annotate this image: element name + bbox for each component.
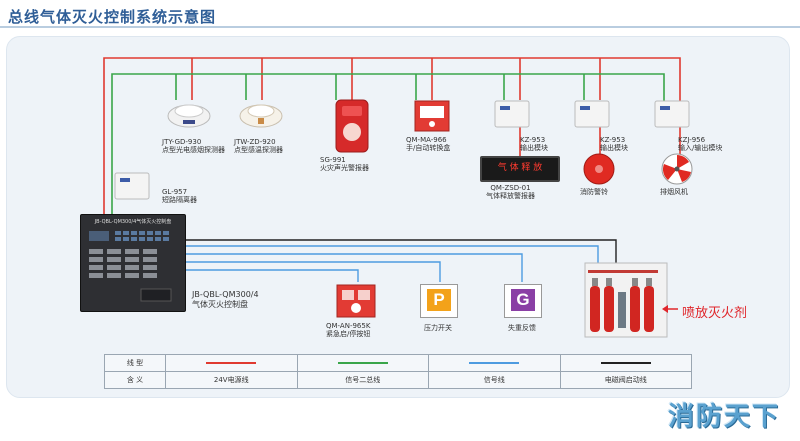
controller-header: JB-QBL-QM300/4气体灭火控制盘	[94, 219, 172, 225]
signal-line-3	[182, 261, 441, 282]
io-module-2-label: KZ-953 输出模块	[600, 136, 628, 152]
heat-detector-model: JTW-ZD-920	[234, 138, 276, 146]
pressure-switch-label: 压力开关	[424, 324, 452, 332]
isolator-icon	[114, 172, 150, 200]
title-divider	[0, 26, 800, 28]
io-module-2-desc: 输出模块	[600, 144, 628, 152]
io-module-3-desc: 输入/输出模块	[678, 144, 723, 152]
sounder-model: SG-991	[320, 156, 346, 164]
fan-icon	[661, 153, 693, 185]
pressure-switch-symbol: P	[427, 289, 451, 311]
io-module-3-model: KZJ-956	[678, 136, 706, 144]
emergency-button-model: QM-AN-965K	[326, 322, 371, 330]
isolator-model: GL-957	[162, 188, 188, 196]
pressure-switch-icon: P	[420, 284, 458, 318]
legend-type-header: 线 型	[104, 354, 166, 372]
legend-meaning-power: 24V电源线	[165, 371, 298, 389]
emergency-button-desc: 紧急启/停按钮	[326, 330, 371, 338]
legend-swatch-bus	[296, 354, 429, 372]
heat-detector-desc: 点型感温探测器	[234, 146, 283, 154]
arrow-icon	[662, 305, 678, 313]
legend-row-types: 线 型	[104, 354, 692, 372]
legend-meaning-header: 含 义	[104, 371, 166, 389]
legend-swatch-signal	[428, 354, 561, 372]
watermark: 消防天下	[667, 402, 780, 432]
legend-swatch-power	[165, 354, 298, 372]
signal-line-4	[182, 269, 359, 282]
gas-cylinders-icon	[584, 262, 668, 338]
controller-panel: JB-QBL-QM300/4气体灭火控制盘	[80, 214, 186, 312]
signal-line-2	[182, 253, 523, 282]
legend-table: 线 型 含 义 24V电源线 信号二总线 信号线 电磁阀启动线	[104, 354, 692, 389]
smoke-detector-model: JTY-GD-930	[162, 138, 202, 146]
sounder-label: SG-991 火灾声光警报器	[320, 156, 369, 172]
release-indicator-icon: 气 体 释 放	[480, 156, 560, 182]
io-module-3-icon	[654, 100, 690, 128]
release-indicator-desc: 气体释放警报器	[486, 192, 535, 200]
switch-box-desc: 手/自动转换盒	[406, 144, 451, 152]
switch-box-icon	[414, 100, 450, 132]
fan-label: 排烟风机	[660, 188, 688, 196]
legend-meaning-bus: 信号二总线	[296, 371, 429, 389]
emergency-button-label: QM-AN-965K 紧急启/停按钮	[326, 322, 370, 338]
spray-label: 喷放灭火剂	[682, 306, 748, 321]
isolator-desc: 短路隔离器	[162, 196, 197, 204]
legend-swatch-solenoid	[559, 354, 692, 372]
bell-icon	[583, 153, 615, 185]
sounder-icon	[335, 99, 369, 153]
heat-detector-icon	[239, 104, 283, 128]
controller-keypad	[89, 231, 172, 302]
signal-line-1	[182, 245, 599, 268]
switch-box-label: QM-MA-966 手/自动转换盒	[406, 136, 450, 152]
bus-line-main	[111, 73, 665, 220]
power-line-main	[103, 57, 681, 220]
io-module-1-model: KZ-953	[520, 136, 546, 144]
release-indicator-model: QM-ZSD-01	[490, 184, 531, 192]
smoke-detector-icon	[167, 104, 211, 128]
smoke-detector-label: JTY-GD-930 点型光电感烟探测器	[162, 138, 225, 154]
feedback-symbol: G	[511, 289, 535, 311]
solenoid-line	[182, 239, 617, 270]
legend-row-meanings: 含 义 24V电源线 信号二总线 信号线 电磁阀启动线	[104, 371, 692, 389]
smoke-detector-desc: 点型光电感烟探测器	[162, 146, 225, 154]
page-title: 总线气体灭火控制系统示意图	[8, 8, 217, 26]
io-module-3-label: KZJ-956 输入/输出模块	[678, 136, 722, 152]
controller-model: JB-QBL-QM300/4	[192, 290, 259, 299]
legend-meaning-signal: 信号线	[428, 371, 561, 389]
feedback-label: 失重反馈	[508, 324, 536, 332]
io-module-1-desc: 输出模块	[520, 144, 548, 152]
isolator-label: GL-957 短路隔离器	[162, 188, 197, 204]
io-module-1-label: KZ-953 输出模块	[520, 136, 548, 152]
feedback-icon: G	[504, 284, 542, 318]
sounder-desc: 火灾声光警报器	[320, 164, 369, 172]
io-module-2-icon	[574, 100, 610, 128]
bell-label: 消防警铃	[580, 188, 608, 196]
legend-meaning-solenoid: 电磁阀启动线	[559, 371, 692, 389]
io-module-1-icon	[494, 100, 530, 128]
release-indicator-display: 气 体 释 放	[497, 163, 543, 173]
switch-box-model: QM-MA-966	[406, 136, 447, 144]
controller-desc: 气体灭火控制盘	[192, 300, 248, 309]
controller-label: JB-QBL-QM300/4 气体灭火控制盘	[192, 290, 259, 310]
release-indicator-label: QM-ZSD-01 气体释放警报器	[486, 184, 535, 200]
io-module-2-model: KZ-953	[600, 136, 626, 144]
emergency-button-icon	[336, 284, 376, 318]
heat-detector-label: JTW-ZD-920 点型感温探测器	[234, 138, 283, 154]
